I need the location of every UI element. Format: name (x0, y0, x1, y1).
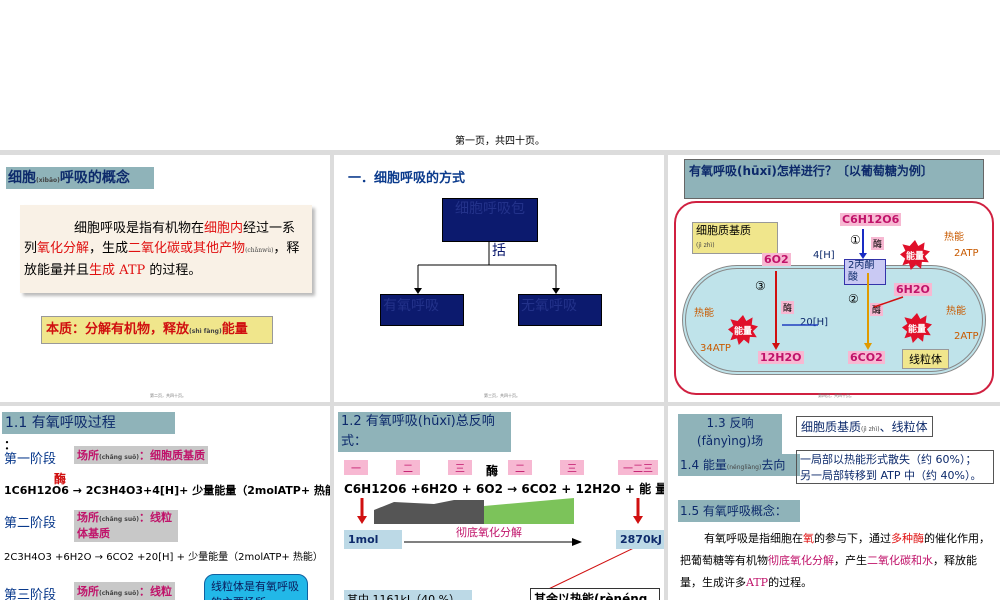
page-number-text: 第一页，共四十页。 (455, 136, 545, 147)
co2-label: 6CO2 (848, 351, 885, 364)
stage2-label: 第二阶段 (4, 516, 57, 531)
step2-label: ② (848, 292, 859, 306)
stage-tag: 一二三 (618, 460, 658, 475)
flow-arrows (772, 229, 904, 350)
h2o-out-label: 12H2O (758, 351, 804, 364)
oxidation-label: 彻底氧化分解 (456, 526, 522, 539)
stage-tag: 三 (560, 460, 584, 475)
overall-equation: C6H12O6 +6H2O + 6O2 → 6CO2 + 12H2O + 能 量 (344, 482, 664, 496)
slide-aerobic-process[interactable]: 1.1 有氧呼吸过程 ： 第一阶段 场所(chǎng suǒ)：细胞质基质 酶 … (0, 406, 330, 600)
h2o-in-label: 6H2O (894, 283, 932, 296)
essence-box: 本质：分解有机物，释放(shì fàng)能量 (41, 316, 273, 344)
mol-box: 1mol (344, 530, 402, 549)
atp-fraction-box: 其中 1161kJ（40 %） (344, 590, 472, 600)
kj-box: 2870kJ (616, 530, 664, 549)
stage-tag: 二 (396, 460, 420, 475)
slide-footer: 第三页，共四十页。 (484, 393, 520, 398)
step3-label: ③ (755, 279, 766, 293)
slide-aerobic-diagram[interactable]: 有氧呼吸(hūxī)怎样进行？〔以葡萄糖为例〕 细胞质基质(jì zhì) C6… (668, 155, 1000, 402)
anaerobic-box: 无氧呼吸 (518, 294, 602, 326)
root-box: 细胞呼吸包 (442, 198, 538, 242)
heat-label-top: 热能 (944, 232, 964, 243)
energy-desc-box: 一局部以热能形式散失（约 60%）；另一局部转移到 ATP 中（约 40%）。 (796, 450, 994, 484)
h20-label: 20[H] (800, 317, 829, 328)
heat-label-right: 热能 (946, 306, 966, 317)
colon-mark: ： (4, 438, 17, 452)
atp-label-top: 2ATP (954, 248, 979, 259)
h4-label: 4[H] (813, 250, 835, 261)
heat-label-left: 热能 (694, 308, 714, 319)
concept-text: 有氧呼吸是指细胞在氧的参与下，通过多种酶的催化作用，把葡萄糖等有机物彻底氧化分解… (680, 532, 990, 589)
slide-title: 细胞(xìbāo)呼吸的概念 (6, 167, 154, 189)
mito-label: 线粒体 (902, 349, 949, 369)
definition-box: 细胞呼吸是指有机物在细胞内经过一系列氧化分解，生成二氧化碳或其他产物(chǎnw… (20, 205, 312, 293)
cytoplasm-label: 细胞质基质(jì zhì) (692, 222, 778, 254)
slide-title: 1.1 有氧呼吸过程 (2, 412, 175, 434)
step1-label: ① (850, 233, 861, 247)
stage-tag: 一 (344, 460, 368, 475)
root-box-overflow-text: 括 (492, 243, 506, 259)
o2-label: 6O2 (762, 253, 791, 266)
enzyme-mark: 酶 (54, 472, 67, 486)
slide-cell-respiration-concept[interactable]: 细胞(xìbāo)呼吸的概念 细胞呼吸是指有机物在细胞内经过一系列氧化分解，生成… (0, 155, 330, 402)
equation-stage2: 2C3H4O3 +6H2O → 6CO2 +20[H] + 少量能量（2molA… (4, 552, 323, 563)
aerobic-box: 有氧呼吸 (380, 294, 464, 326)
atp-label-right: 2ATP (954, 331, 979, 342)
slide-footer: 第四页，共四十页。 (818, 393, 854, 398)
concept-title: 1.5 有氧呼吸概念： (678, 500, 800, 522)
enzyme-1: 酶 (871, 237, 885, 250)
slide-aerobic-equation[interactable]: 1.2 有氧呼吸(hūxī)总反响式： 一 二 三 酶 二 三 一二三 C6H1… (334, 406, 664, 600)
stage3-site: 场所(chǎng suǒ)：线粒 (74, 582, 175, 600)
slide-respiration-types[interactable]: 一．细胞呼吸的方式 细胞呼吸包 括 有氧呼吸 无氧呼吸 第三页，共四十页。 (334, 155, 664, 402)
stage1-site: 场所(chǎng suǒ)：细胞质基质 (74, 446, 208, 464)
slide-title: 有氧呼吸(hūxī)怎样进行？〔以葡萄糖为例〕 (684, 159, 984, 199)
enzyme-2: 酶 (870, 303, 884, 316)
slide-site-energy-concept[interactable]: 1.3 反响(fǎnyìng)场 细胞质基质(jì zhì)、线粒体 1.4 能… (668, 406, 1000, 600)
tree-connector (414, 241, 560, 294)
reaction-site-title: 1.3 反响(fǎnyìng)场 (678, 414, 782, 454)
site-box: 细胞质基质(jì zhì)、线粒体 (796, 416, 933, 437)
mito-callout: 线粒体是有氧呼吸的主要场所 (204, 574, 308, 600)
page-header: 第一页，共四十页。 (0, 0, 1000, 150)
stage-tag: 二 (508, 460, 532, 475)
energy-title: 1.4 能量(néngliàng)去向 (678, 454, 800, 476)
stage1-label: 第一阶段 (4, 452, 57, 467)
slide-title: 1.2 有氧呼吸(hūxī)总反响式： (338, 412, 511, 452)
atp34-label: 34ATP (700, 343, 731, 354)
equation-stage1: 1C6H12O6 → 2C3H4O3+4[H]+ 少量能量（2molATP+ 热… (4, 484, 330, 497)
glucose-label: C6H12O6 (840, 213, 902, 226)
stage-label-row: 一 二 三 酶 二 三 一二三 (342, 460, 660, 478)
enzyme-3: 酶 (781, 301, 795, 314)
slide-title: 一．细胞呼吸的方式 (348, 171, 466, 186)
pyruvate-label: 2丙酮酸 (844, 259, 886, 285)
heat-fraction-box: 其余以热能(rènéng (530, 588, 660, 600)
enzyme-mark: 酶 (486, 464, 499, 478)
energy-illustration (357, 498, 643, 597)
slide-footer: 第二页，共四十页。 (150, 393, 186, 398)
stage-tag: 三 (448, 460, 472, 475)
stage3-label: 第三阶段 (4, 588, 57, 600)
stage2-site: 场所(chǎng suǒ)：线粒体基质 (74, 510, 178, 542)
